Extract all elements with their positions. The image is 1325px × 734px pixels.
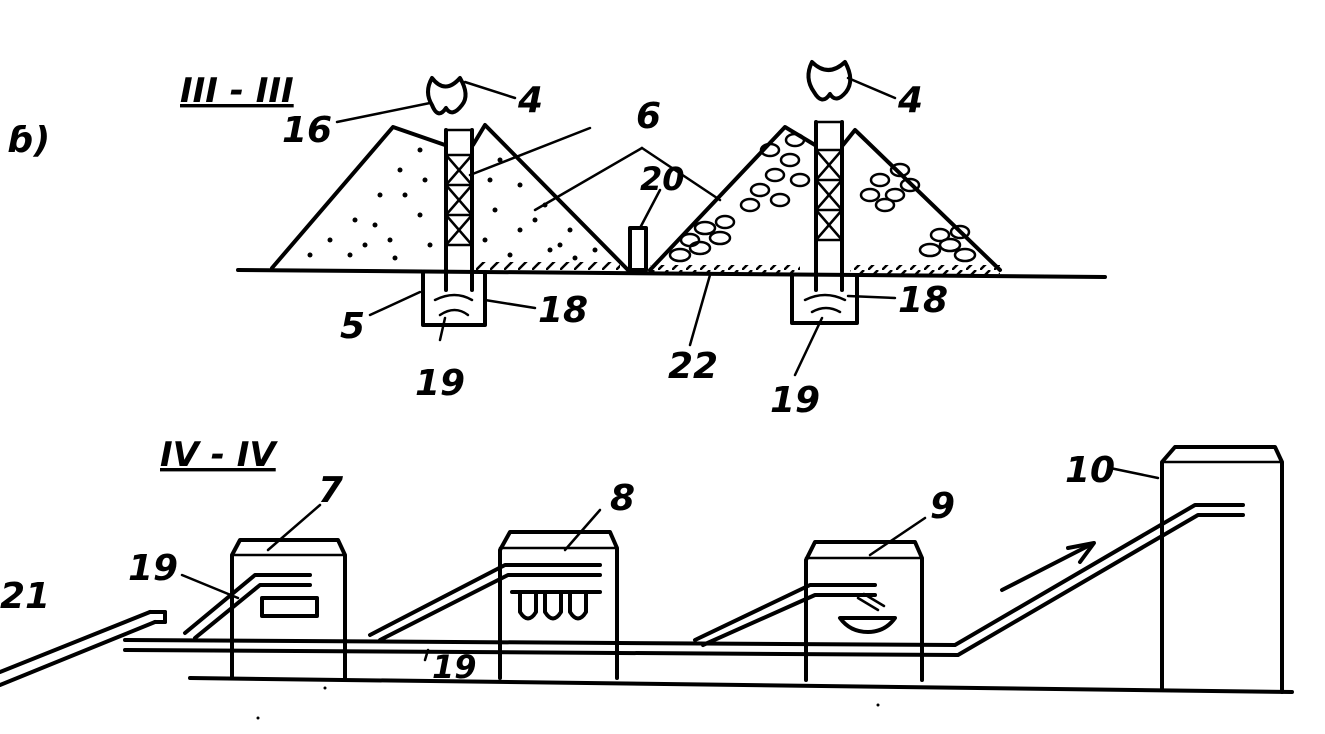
- tunnel-left: [421, 270, 487, 327]
- label-4-right: 4: [897, 80, 923, 121]
- label-22: 22: [668, 346, 718, 387]
- conveyor-21: [0, 610, 167, 687]
- section-iii-drawing: [236, 60, 1107, 377]
- label-19-lower-mid: 19: [432, 648, 477, 686]
- ground-line-lower: [188, 676, 1294, 694]
- building-7: [183, 538, 347, 680]
- building-10: [1160, 445, 1284, 694]
- main-conveyor-bottom: [123, 513, 1245, 657]
- label-19-left: 19: [415, 363, 465, 404]
- label-18-right: 18: [898, 280, 948, 321]
- label-5: 5: [340, 306, 365, 347]
- label-6: 6: [636, 96, 661, 137]
- label-18-left: 18: [538, 290, 588, 331]
- lattice-tower-left: [444, 128, 474, 292]
- floor-hatch-left: [470, 262, 620, 270]
- label-19-right: 19: [770, 380, 820, 421]
- section-label-iv: IV - IV: [160, 435, 278, 475]
- section-label-iii: III - III: [180, 71, 294, 111]
- floor-hatch-right: [850, 265, 1000, 274]
- panel-letter: ɓ): [8, 120, 50, 161]
- flow-arrow: [1000, 541, 1096, 592]
- section-iv-drawing: [0, 445, 1294, 720]
- label-8: 8: [610, 478, 635, 519]
- floor-hatch-mid: [650, 265, 800, 274]
- main-conveyor-top: [123, 503, 1245, 647]
- label-7: 7: [318, 470, 343, 511]
- label-10: 10: [1065, 450, 1115, 491]
- label-16: 16: [282, 110, 332, 151]
- divider-post: [628, 226, 648, 272]
- grab-bucket-right: [806, 60, 853, 102]
- grab-bucket-left: [426, 76, 468, 116]
- label-19-lower-left: 19: [128, 548, 178, 589]
- leader-lines-lower: [180, 466, 1160, 662]
- label-20: 20: [640, 160, 685, 198]
- label-9: 9: [930, 486, 955, 527]
- building-8: [368, 530, 619, 680]
- tunnel-right: [790, 274, 859, 325]
- leader-lines-upper: [335, 76, 897, 377]
- stone-pile-right: [648, 125, 1002, 272]
- building-9: [693, 540, 924, 682]
- label-21: 21: [0, 576, 50, 617]
- label-4-left: 4: [517, 80, 543, 121]
- lattice-tower-right: [814, 120, 844, 292]
- sand-pile-left: [270, 123, 630, 272]
